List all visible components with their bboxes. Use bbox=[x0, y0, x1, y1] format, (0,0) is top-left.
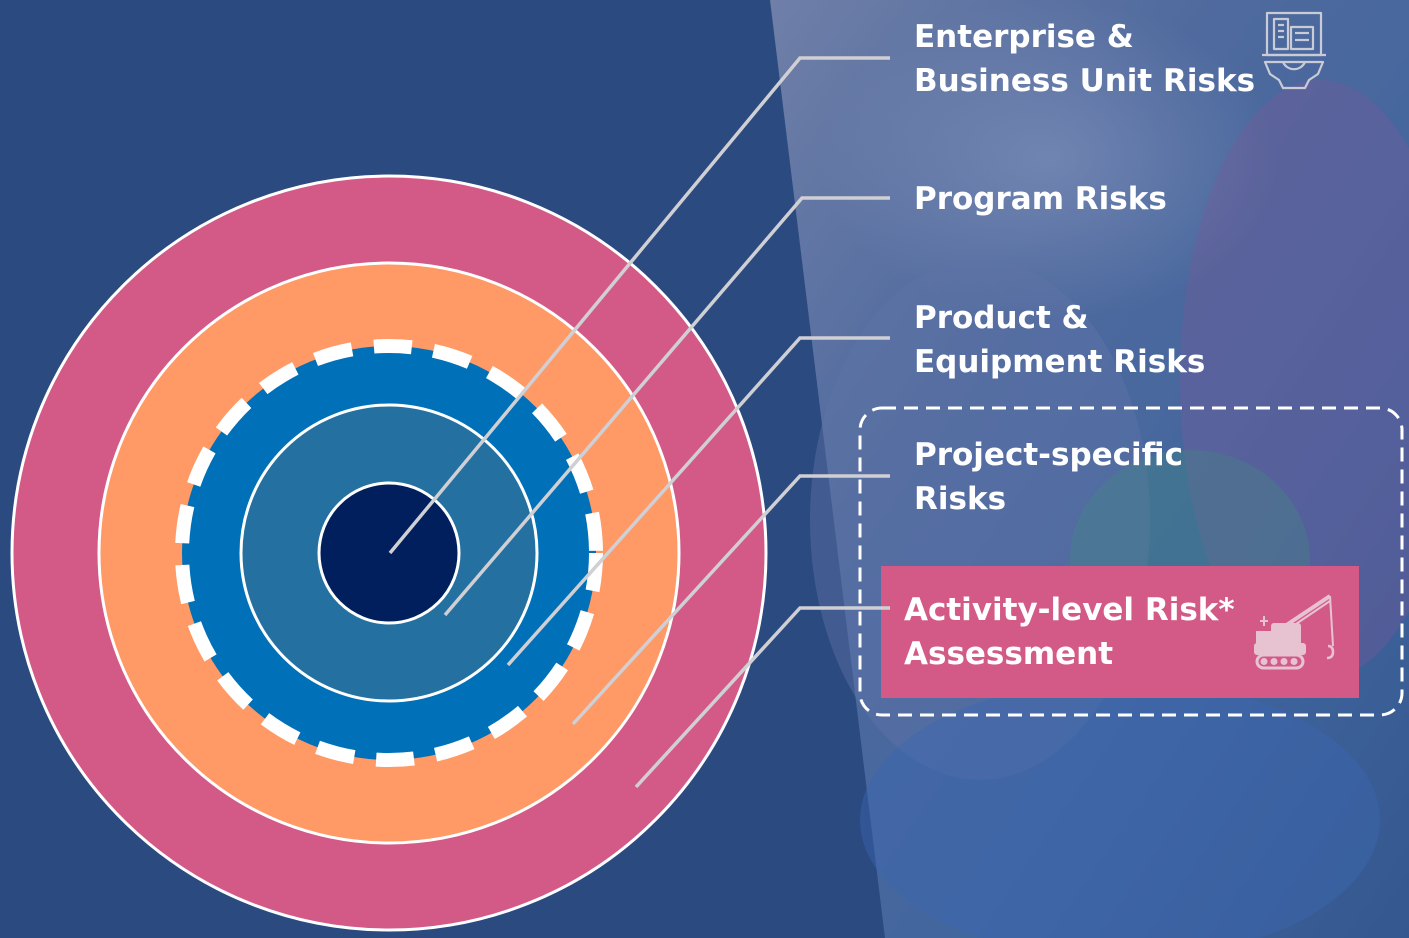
level-label-line: Assessment bbox=[904, 636, 1114, 672]
ring-core bbox=[317, 481, 461, 625]
group-dashed-box bbox=[858, 406, 1404, 717]
level-label-activity: Activity-level Risk* Assessment bbox=[904, 588, 1235, 676]
connector-enterprise bbox=[388, 56, 890, 555]
connector-activity bbox=[634, 606, 890, 789]
factory-gear-icon bbox=[1262, 11, 1326, 90]
connector-project bbox=[571, 474, 890, 726]
level-label-line: Enterprise & bbox=[914, 19, 1134, 55]
connectors bbox=[388, 56, 890, 789]
concentric-rings bbox=[10, 174, 768, 932]
level-label-line: Business Unit Risks bbox=[914, 63, 1256, 99]
level-label-line: Project-specific bbox=[914, 437, 1184, 473]
level-label-enterprise: Enterprise & Business Unit Risks bbox=[914, 15, 1255, 103]
level-label-product: Product & Equipment Risks bbox=[914, 296, 1205, 384]
level-label-program: Program Risks bbox=[914, 177, 1167, 221]
level-label-line: Activity-level Risk* bbox=[904, 592, 1235, 628]
level-label-line: Product & bbox=[914, 300, 1089, 336]
level-label-project: Project-specific Risks bbox=[914, 433, 1183, 521]
crane-truck-icon bbox=[1254, 594, 1335, 670]
level-label-line: Equipment Risks bbox=[914, 344, 1206, 380]
connector-product bbox=[506, 336, 890, 667]
connector-program bbox=[443, 196, 890, 617]
level-label-line: Risks bbox=[914, 481, 1007, 517]
level-label-line: Program Risks bbox=[914, 181, 1167, 217]
